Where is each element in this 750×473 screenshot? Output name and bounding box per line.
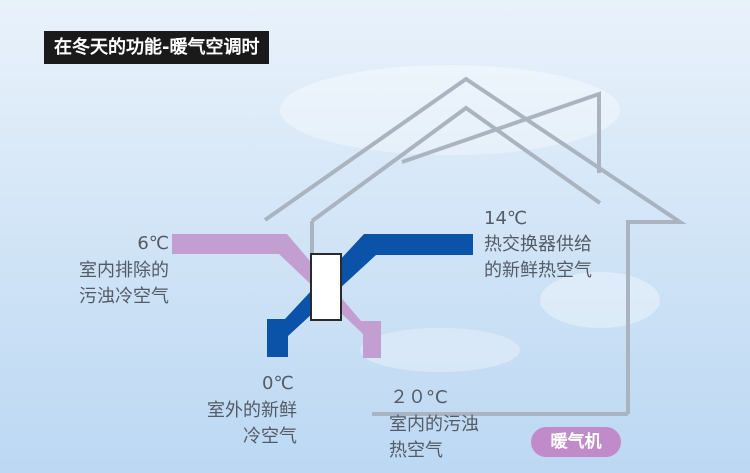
heat-exchanger-box xyxy=(310,253,342,321)
outdoor-temp-label: 0℃ xyxy=(262,373,294,394)
cloud-shape xyxy=(280,65,620,155)
diagram-title: 在冬天的功能-暖气空调时 xyxy=(44,31,270,64)
exhaust-desc-label: 室内排除的 污浊冷空气 xyxy=(79,260,169,307)
house-inner-roof xyxy=(310,105,602,223)
supply-temp-label: 14℃ xyxy=(484,208,528,229)
supply-desc-label: 热交换器供给 的新鲜热空气 xyxy=(484,234,592,281)
cloud-shape xyxy=(360,328,520,372)
device-badge: 暖气机 xyxy=(531,427,621,457)
house-outline xyxy=(263,76,687,416)
house-outer-line xyxy=(263,76,687,414)
outdoor-desc-label: 室外的新鲜 冷空气 xyxy=(207,400,297,447)
chimney xyxy=(401,91,601,173)
indoor-desc-label: 室内的污浊 热空气 xyxy=(389,414,479,461)
exhaust-temp-label: 6℃ xyxy=(137,233,169,254)
blue-duct xyxy=(267,234,473,357)
indoor-temp-label: ２０°C xyxy=(390,387,448,408)
